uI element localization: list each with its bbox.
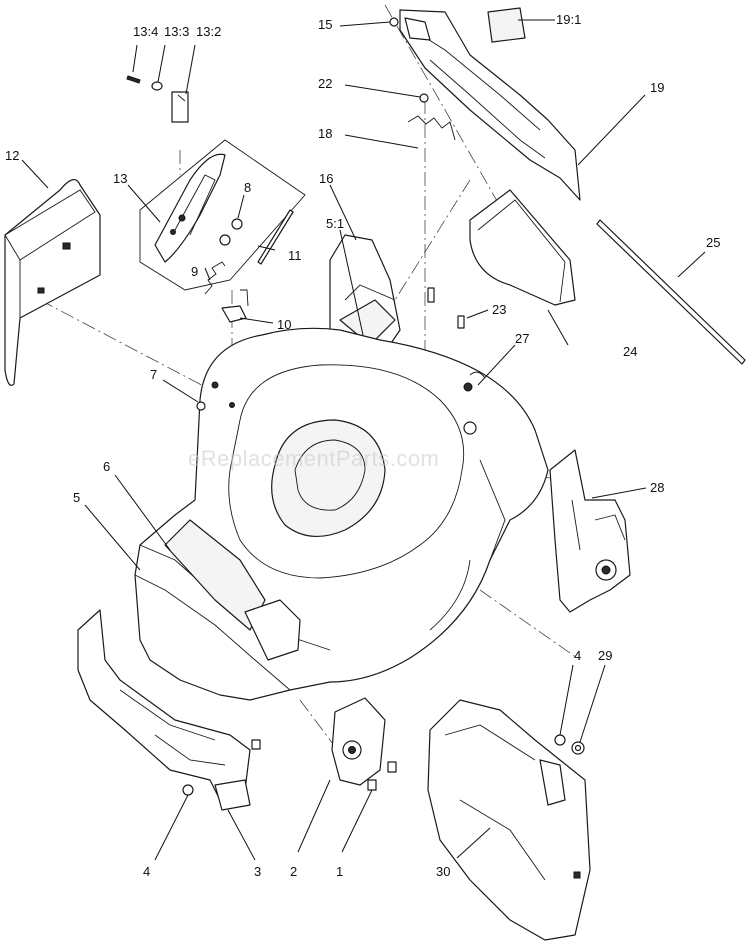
part-2-wheel-bracket	[331, 697, 386, 786]
callout-12: 12	[5, 148, 19, 163]
callout-8: 8	[244, 180, 251, 195]
callout-15: 15	[318, 17, 332, 32]
part-7-nut	[196, 401, 206, 411]
callout-28: 28	[650, 480, 664, 495]
callout-13-2: 13:2	[196, 24, 221, 39]
leader-lines	[21, 19, 706, 861]
callout-22: 22	[318, 76, 332, 91]
callout-19-1: 19:1	[556, 12, 581, 27]
callout-4-left: 4	[143, 864, 150, 879]
callout-24: 24	[623, 344, 637, 359]
callout-13-3: 13:3	[164, 24, 189, 39]
callout-3: 3	[254, 864, 261, 879]
part-23-bolts	[427, 287, 465, 329]
part-13-assembly-box	[126, 75, 306, 323]
callout-13-4: 13:4	[133, 24, 158, 39]
callout-6: 6	[103, 459, 110, 474]
part-30-side-cover	[427, 699, 591, 941]
callout-2: 2	[290, 864, 297, 879]
part-19-handle-bracket	[389, 7, 581, 201]
part-24-chute	[469, 189, 576, 306]
callout-10: 10	[277, 317, 291, 332]
callout-16: 16	[319, 171, 333, 186]
callout-11: 11	[288, 248, 302, 263]
part-25-rod	[596, 219, 746, 365]
callout-4-right: 4	[574, 648, 581, 663]
callout-1: 1	[336, 864, 343, 879]
callout-5-1: 5:1	[326, 216, 344, 231]
callout-29: 29	[598, 648, 612, 663]
part-12-rear-flap	[4, 179, 101, 386]
callout-19: 19	[650, 80, 664, 95]
part-29-washer	[571, 741, 585, 755]
callout-13: 13	[113, 171, 127, 186]
part-4-nuts	[182, 734, 566, 796]
callout-30: 30	[436, 864, 450, 879]
callout-25: 25	[706, 235, 720, 250]
part-28-side-plate	[549, 449, 631, 613]
part-3-front-skirt	[77, 609, 251, 811]
part-27-clip	[469, 371, 486, 379]
part-5-deck-housing	[134, 327, 549, 701]
callout-18: 18	[318, 126, 332, 141]
watermark: eReplacementParts.com	[188, 446, 439, 471]
callout-27: 27	[515, 331, 529, 346]
callout-5: 5	[73, 490, 80, 505]
part-6-front-panel	[164, 519, 301, 661]
callout-23: 23	[492, 302, 506, 317]
callout-labels: 13:4 13:3 13:2 15 19:1 22 19 18 12 13 8 …	[5, 12, 720, 879]
callout-7: 7	[150, 367, 157, 382]
callout-9: 9	[191, 264, 198, 279]
